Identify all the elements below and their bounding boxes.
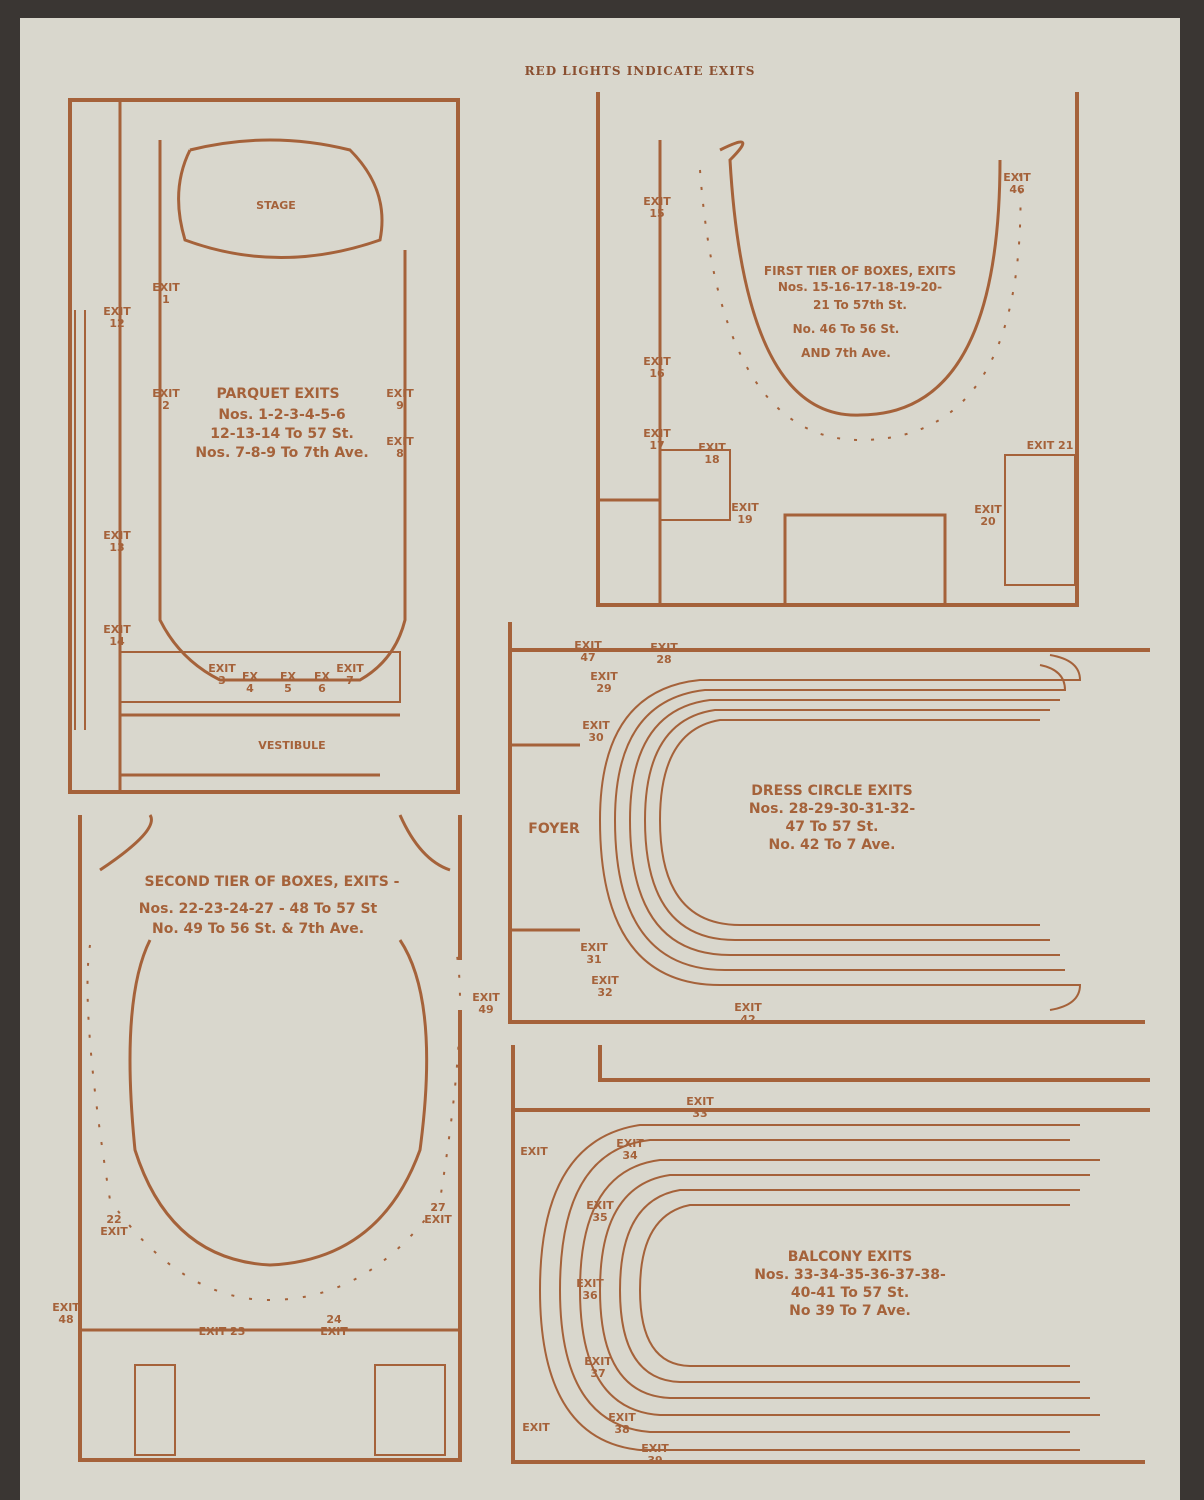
exit-label: EX 6: [314, 670, 330, 695]
page-header: RED LIGHTS INDICATE EXITS: [524, 64, 756, 78]
exit-label: EXIT 13: [103, 529, 131, 554]
exit-label: EXIT 29: [590, 670, 618, 695]
dress-circle-title: DRESS CIRCLE EXITS: [751, 783, 913, 799]
exit-label: EXIT 17: [643, 427, 671, 452]
exit-label: 27 EXIT: [424, 1201, 452, 1226]
exit-label: 22 EXIT: [100, 1213, 128, 1238]
exit-label: EXIT 39: [641, 1442, 669, 1467]
exit-label: EXIT 38: [608, 1411, 636, 1436]
exit-label: EXIT 32: [591, 974, 619, 999]
balcony-line: Nos. 33-34-35-36-37-38-: [754, 1267, 946, 1283]
exit-label: EXIT 33: [686, 1095, 714, 1120]
exit-label: EXIT 47: [574, 639, 602, 664]
exit-label: EXIT 42: [734, 1001, 762, 1026]
exit-label: EXIT 28: [650, 641, 678, 666]
second-tier-plan: [78, 814, 462, 1462]
exit-label: EX 4: [242, 670, 258, 695]
exit-label: EXIT 31: [580, 941, 608, 966]
balcony-plan: [511, 1045, 1150, 1464]
balcony-line: 40-41 To 57 St.: [790, 1285, 910, 1301]
parquet-title: PARQUET EXITS: [216, 386, 340, 402]
second-tier-title: SECOND TIER OF BOXES, EXITS -: [144, 874, 400, 890]
exit-label: EXIT: [522, 1421, 550, 1434]
exit-label: EXIT 34: [616, 1137, 644, 1162]
exit-label: EXIT 30: [582, 719, 610, 744]
exit-label: EXIT 19: [731, 501, 759, 526]
exit-label: 24 EXIT: [320, 1313, 348, 1338]
exit-label: EXIT: [520, 1145, 548, 1158]
exit-label: EXIT 46: [1003, 171, 1031, 196]
dress-circle-line: Nos. 28-29-30-31-32-: [748, 801, 916, 817]
dress-circle-plan: [508, 622, 1150, 1024]
exit-label: EXIT 49: [472, 991, 500, 1016]
vestibule-label: VESTIBULE: [258, 739, 326, 752]
exit-label: EXIT 7: [336, 662, 364, 687]
exit-label: EXIT 48: [52, 1301, 80, 1326]
exit-label: EXIT 36: [576, 1277, 604, 1302]
balcony-title: BALCONY EXITS: [787, 1249, 913, 1265]
parquet-line: 12-13-14 To 57 St.: [210, 426, 354, 442]
foyer-label: FOYER: [528, 821, 580, 837]
exit-label: EXIT 1: [152, 281, 180, 306]
exit-label: EXIT 20: [974, 503, 1002, 528]
exit-label: EXIT 12: [103, 305, 131, 330]
exit-label: EX 5: [280, 670, 296, 695]
exit-label: EXIT 16: [643, 355, 671, 380]
exit-label: EXIT 37: [584, 1355, 612, 1380]
exit-label: EXIT 21: [1026, 439, 1074, 452]
exit-label: EXIT 9: [386, 387, 414, 412]
parquet-line: Nos. 7-8-9 To 7th Ave.: [195, 445, 369, 461]
exit-label: EXIT 35: [586, 1199, 614, 1224]
dress-circle-line: No. 42 To 7 Ave.: [768, 837, 896, 853]
exit-label: EXIT 15: [643, 195, 671, 220]
exit-label: EXIT 23: [198, 1325, 246, 1338]
exit-label: EXIT 18: [698, 441, 726, 466]
exit-label: EXIT 8: [386, 435, 414, 460]
second-tier-line: Nos. 22-23-24-27 - 48 To 57 St: [138, 901, 378, 917]
exit-label: EXIT 3: [208, 662, 236, 687]
first-tier-line: AND 7th Ave.: [801, 346, 891, 360]
dress-circle-line: 47 To 57 St.: [785, 819, 879, 835]
second-tier-line: No. 49 To 56 St. & 7th Ave.: [151, 921, 365, 937]
balcony-line: No 39 To 7 Ave.: [789, 1303, 911, 1319]
first-tier-line: No. 46 To 56 St.: [792, 322, 900, 336]
first-tier-plan: [596, 92, 1079, 607]
exit-label: EXIT 2: [152, 387, 180, 412]
parquet-plan: [68, 98, 460, 794]
exit-label: EXIT 14: [103, 623, 131, 648]
first-tier-title: FIRST TIER OF BOXES, EXITS: [763, 264, 957, 278]
first-tier-line: 21 To 57th St.: [813, 298, 907, 312]
stage-label: STAGE: [256, 199, 296, 212]
first-tier-line: Nos. 15-16-17-18-19-20-: [777, 280, 943, 294]
parquet-line: Nos. 1-2-3-4-5-6: [218, 407, 346, 423]
